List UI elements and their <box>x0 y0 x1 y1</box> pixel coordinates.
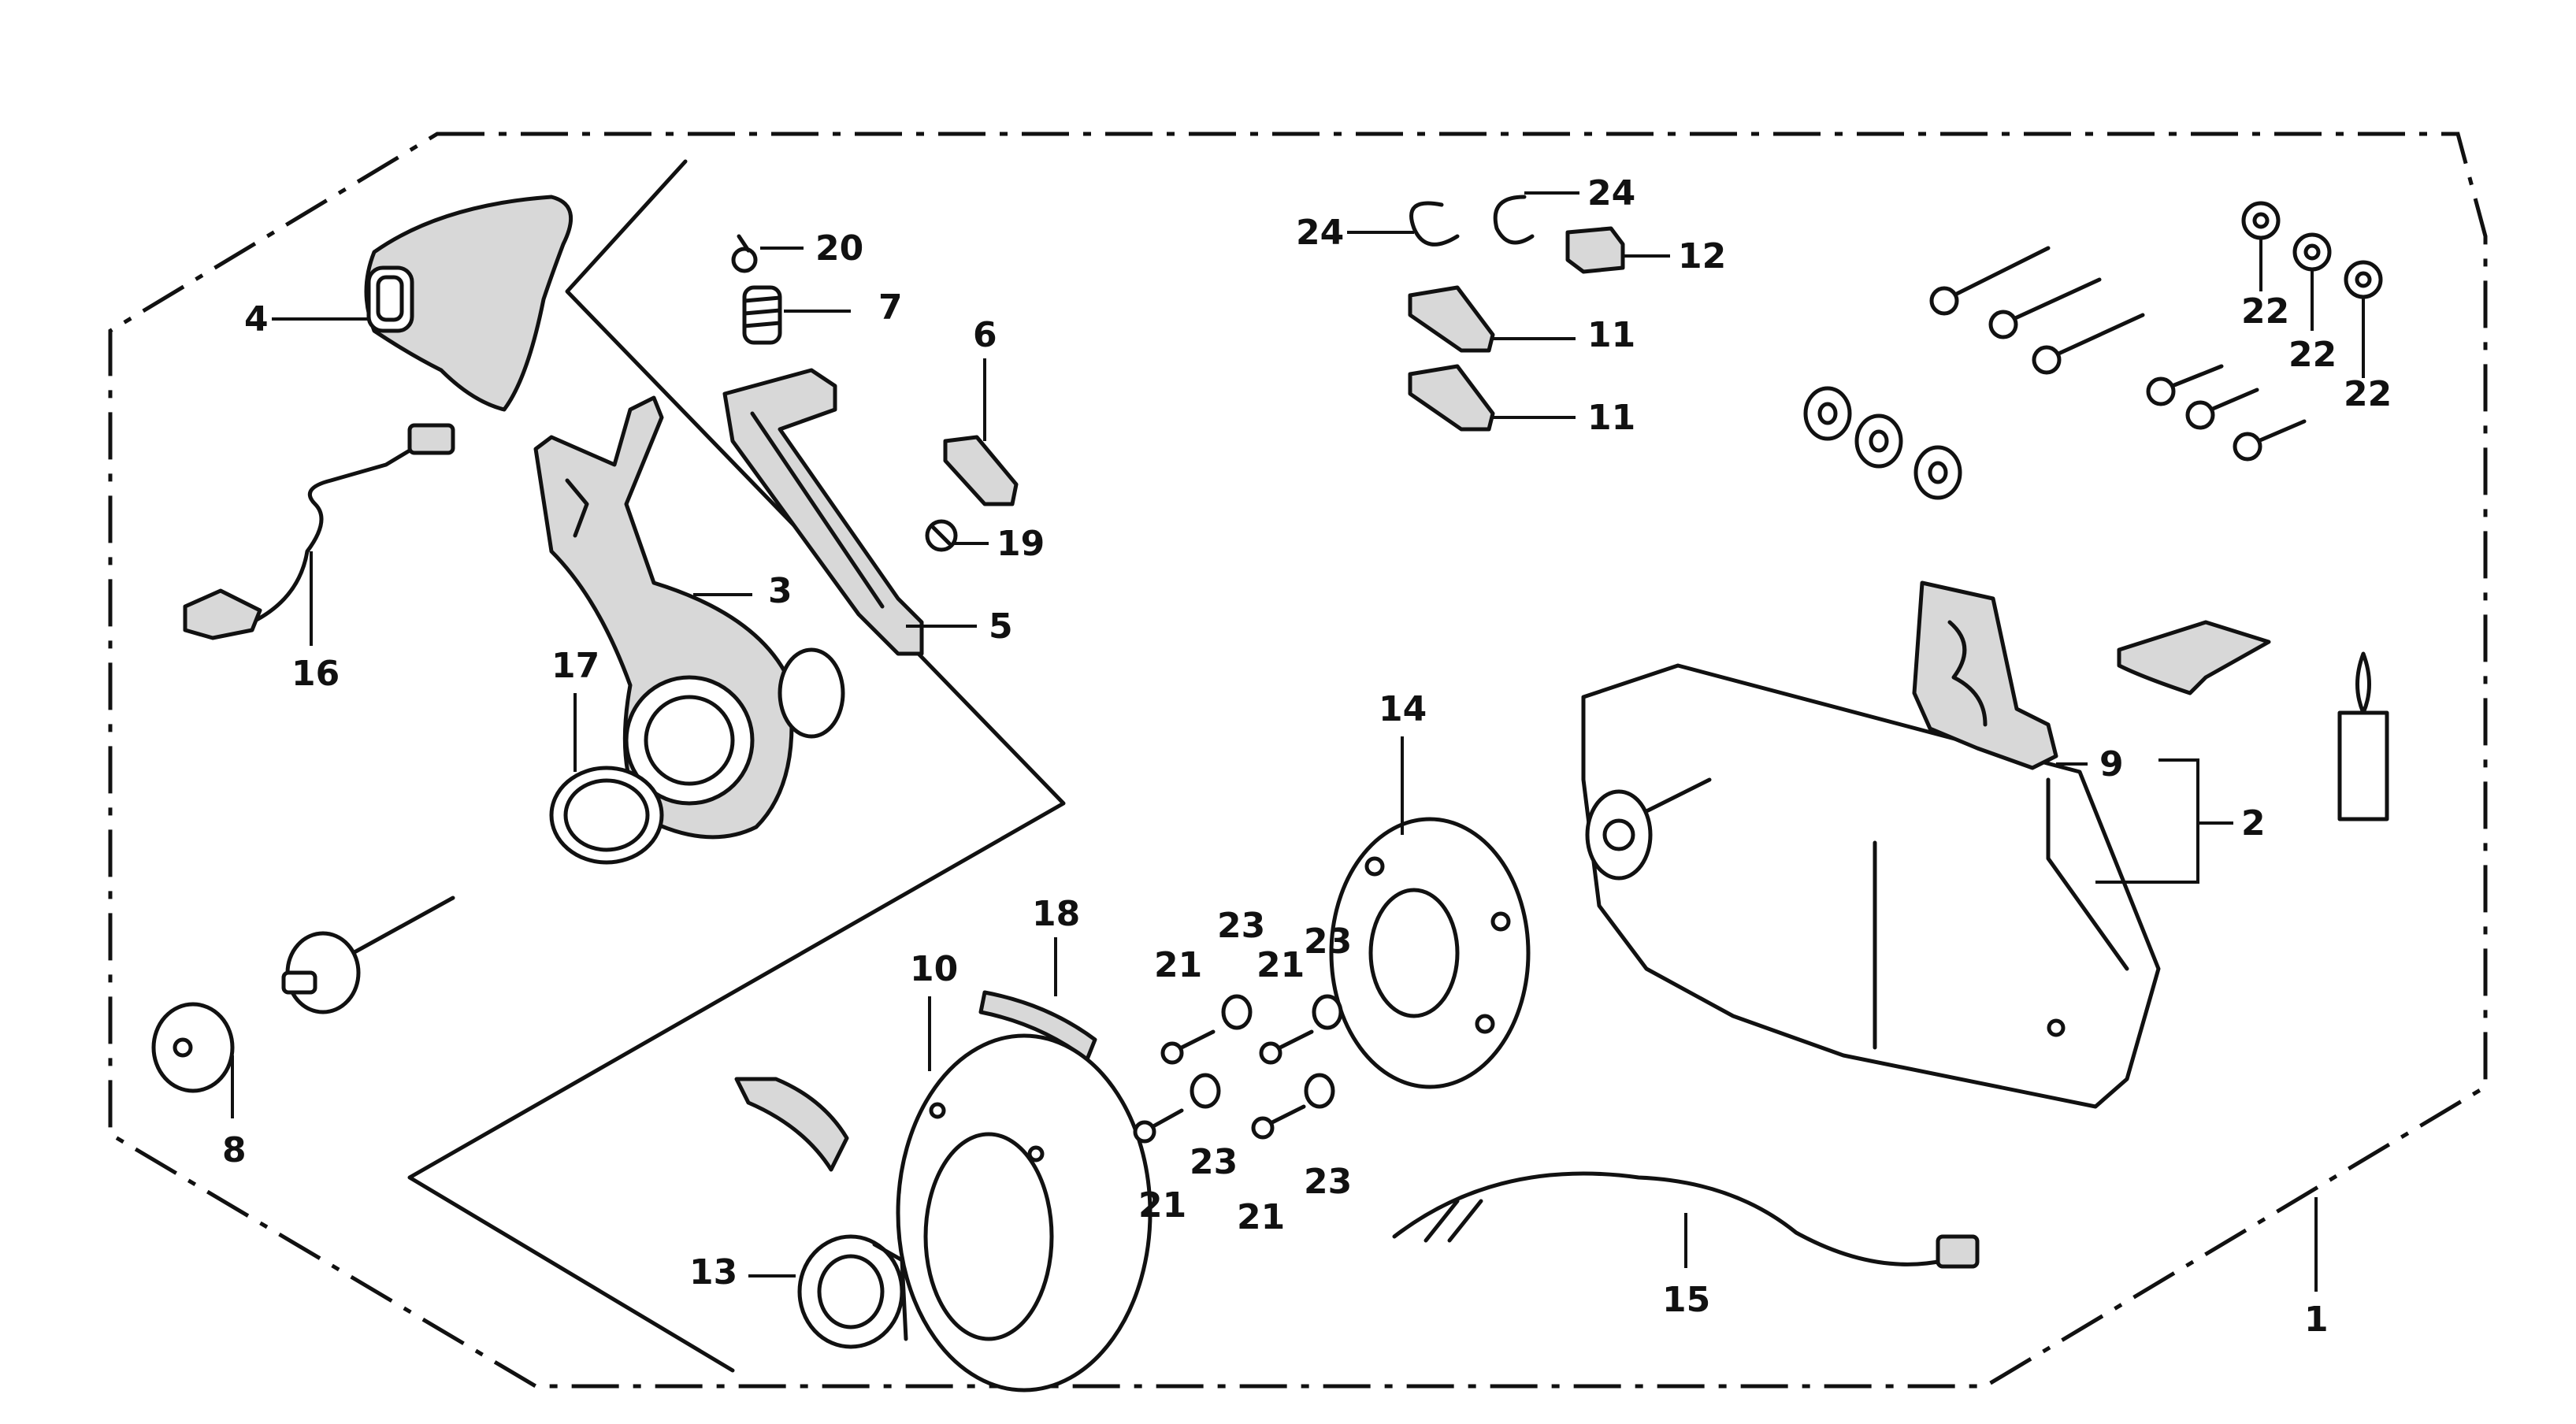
part-15-harness <box>1392 1171 1980 1269</box>
label-23b: 23 <box>1304 922 1352 962</box>
label-20: 20 <box>815 228 863 269</box>
label-8: 8 <box>222 1130 247 1170</box>
part-10-cover <box>896 1033 1153 1392</box>
part-14-gear-plate <box>1329 817 1531 1089</box>
label-11a: 11 <box>1587 315 1635 355</box>
part-11-link-upper <box>1408 285 1495 353</box>
part-9-gasket <box>1912 580 2058 770</box>
shaft <box>281 896 455 1014</box>
label-7: 7 <box>878 287 903 328</box>
label-24b: 24 <box>1587 173 1635 213</box>
label-14: 14 <box>1379 689 1427 729</box>
label-11b: 11 <box>1587 398 1635 438</box>
label-2: 2 <box>2241 803 2266 844</box>
label-13: 13 <box>689 1252 737 1292</box>
label-9: 9 <box>2099 744 2124 784</box>
label-10: 10 <box>910 949 958 989</box>
label-19: 19 <box>997 524 1045 564</box>
label-15: 15 <box>1662 1280 1710 1320</box>
lever-subassembly-panel <box>407 159 1066 1373</box>
label-21c: 21 <box>1138 1185 1186 1226</box>
label-24a: 24 <box>1296 213 1344 253</box>
part-19-screw <box>925 519 958 552</box>
label-18: 18 <box>1032 894 1080 934</box>
label-22c: 22 <box>2344 374 2392 414</box>
label-17: 17 <box>551 646 599 686</box>
label-6: 6 <box>973 315 997 355</box>
tag <box>2337 651 2389 821</box>
label-21a: 21 <box>1154 945 1202 985</box>
label-5: 5 <box>989 606 1013 647</box>
label-21d: 21 <box>1237 1197 1285 1237</box>
part-3-control-lever <box>533 395 845 840</box>
friction-shoe <box>734 1077 849 1172</box>
part-13-bearing <box>797 1234 908 1349</box>
part-4-lever-grip <box>364 195 573 412</box>
part-7-spring <box>742 285 782 345</box>
label-22a: 22 <box>2241 291 2289 332</box>
label-23d: 23 <box>1304 1162 1352 1202</box>
label-23a: 23 <box>1217 906 1265 946</box>
part-2-housing <box>1581 663 2161 1109</box>
label-23c: 23 <box>1190 1142 1238 1182</box>
mounting-screws <box>1929 246 2307 462</box>
assembly-boundary <box>108 132 2488 1389</box>
callout-labels: 1 2 3 4 5 6 7 8 9 10 11 11 12 13 14 15 1… <box>222 173 2392 1340</box>
part-5-neutral-lever <box>722 368 924 656</box>
label-16: 16 <box>291 654 340 694</box>
part-16-switch-lead <box>183 423 455 640</box>
washers <box>1803 386 1962 500</box>
label-12: 12 <box>1678 236 1726 276</box>
screws-21 <box>1133 1029 1314 1144</box>
part-20-screw <box>731 234 758 273</box>
label-21b: 21 <box>1256 945 1305 985</box>
part-12-block <box>1565 226 1625 274</box>
part-11-link-lower <box>1408 364 1495 432</box>
part-8-cap <box>151 1002 235 1093</box>
part-17-o-ring <box>549 766 664 865</box>
leader-lines <box>231 191 2365 1292</box>
label-4: 4 <box>244 299 269 339</box>
part-24-clips <box>1409 195 1535 247</box>
label-3: 3 <box>768 571 792 611</box>
nuts-22 <box>2241 201 2383 299</box>
manual-booklet <box>2117 620 2271 695</box>
part-6-plate <box>943 435 1019 506</box>
nuts-23 <box>1190 994 1343 1109</box>
label-1: 1 <box>2304 1300 2329 1340</box>
label-22b: 22 <box>2288 335 2337 375</box>
